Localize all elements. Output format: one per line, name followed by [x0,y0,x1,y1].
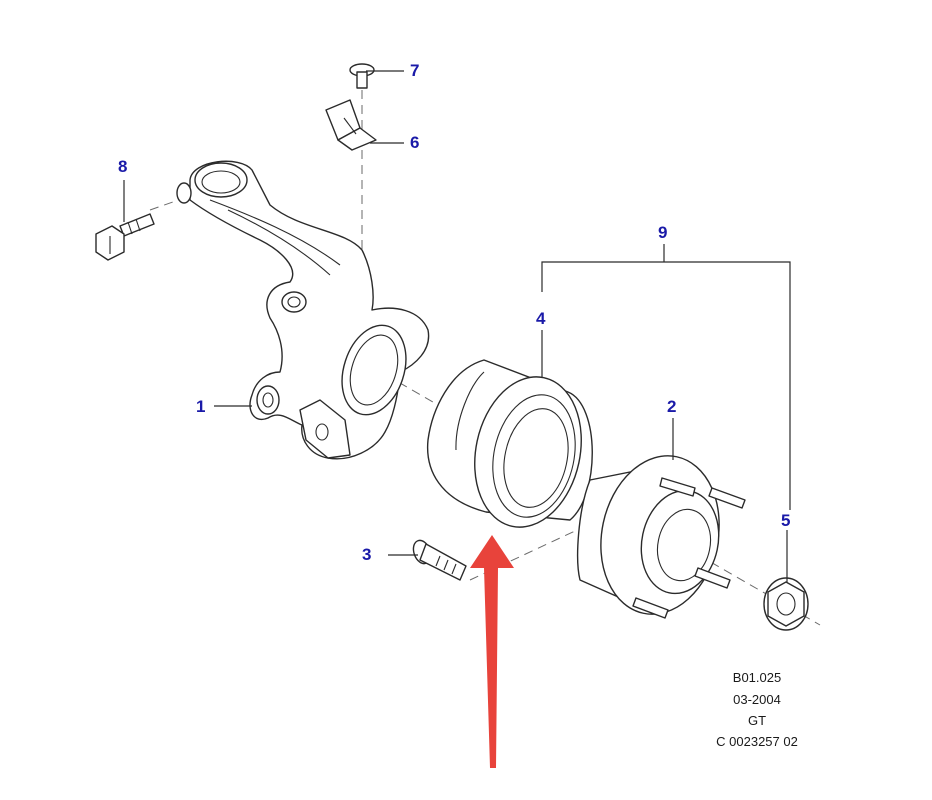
callout-8: 8 [118,157,128,176]
part-2-wheel-hub [577,455,746,619]
part-1-steering-knuckle [176,160,430,460]
callout-7: 7 [410,61,420,80]
red-up-arrow-icon [470,535,514,768]
part-8-bolt [95,213,155,261]
leader-lines [123,70,791,582]
callout-9: 9 [658,223,668,242]
reference-date: 03-2004 [733,692,781,707]
part-7-pin [349,63,375,89]
reference-part-number: C 0023257 02 [716,734,798,749]
callout-3: 3 [362,545,372,564]
callout-1: 1 [196,397,206,416]
part-5-hub-nut [763,577,809,631]
part-6-clip [325,99,377,151]
callout-2: 2 [667,397,677,416]
part-3-wheel-stud [412,539,467,581]
callout-6: 6 [410,133,420,152]
callout-5: 5 [781,511,791,530]
reference-code: B01.025 [732,670,782,685]
reference-model: GT [747,713,767,728]
part-4-wheel-bearing [426,359,593,528]
hub-studs [632,477,746,619]
callout-4: 4 [536,309,546,328]
